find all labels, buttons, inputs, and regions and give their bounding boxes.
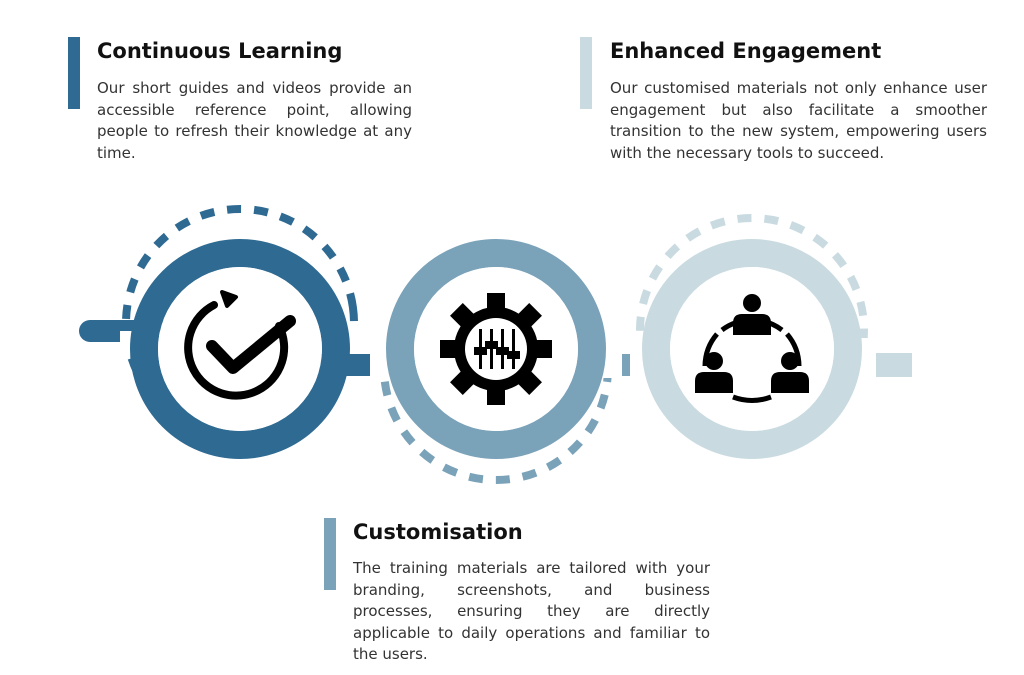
people-network-icon [695, 294, 809, 403]
step-1-title: Continuous Learning [97, 39, 343, 63]
step-3-circle-group [630, 214, 876, 459]
step-3-ring [642, 239, 862, 459]
gear-sliders-icon [440, 293, 552, 405]
refresh-check-icon [184, 290, 296, 400]
step-3-accent-bar [580, 37, 592, 109]
step-2-circle-group [370, 230, 622, 484]
step-2-block: Customisation The training materials are… [324, 518, 724, 663]
step-1-block: Continuous Learning Our short guides and… [68, 37, 418, 167]
step-2-ring [386, 239, 606, 459]
step-3-inner [670, 267, 834, 431]
step-3-block: Enhanced Engagement Our customised mater… [580, 37, 1000, 167]
step-2-title: Customisation [353, 520, 523, 544]
step-2-description: The training materials are tailored with… [353, 559, 710, 663]
step-1-inner [158, 267, 322, 431]
step-1-ring [130, 239, 350, 459]
step-1-circle-group [120, 205, 360, 459]
step-3-title: Enhanced Engagement [610, 39, 882, 63]
step-1-description: Our short guides and videos provide an a… [97, 79, 412, 162]
step-2-accent-bar [324, 518, 336, 590]
step-1-accent-bar [68, 37, 80, 109]
step-3-description: Our customised materials not only enhanc… [610, 79, 987, 162]
